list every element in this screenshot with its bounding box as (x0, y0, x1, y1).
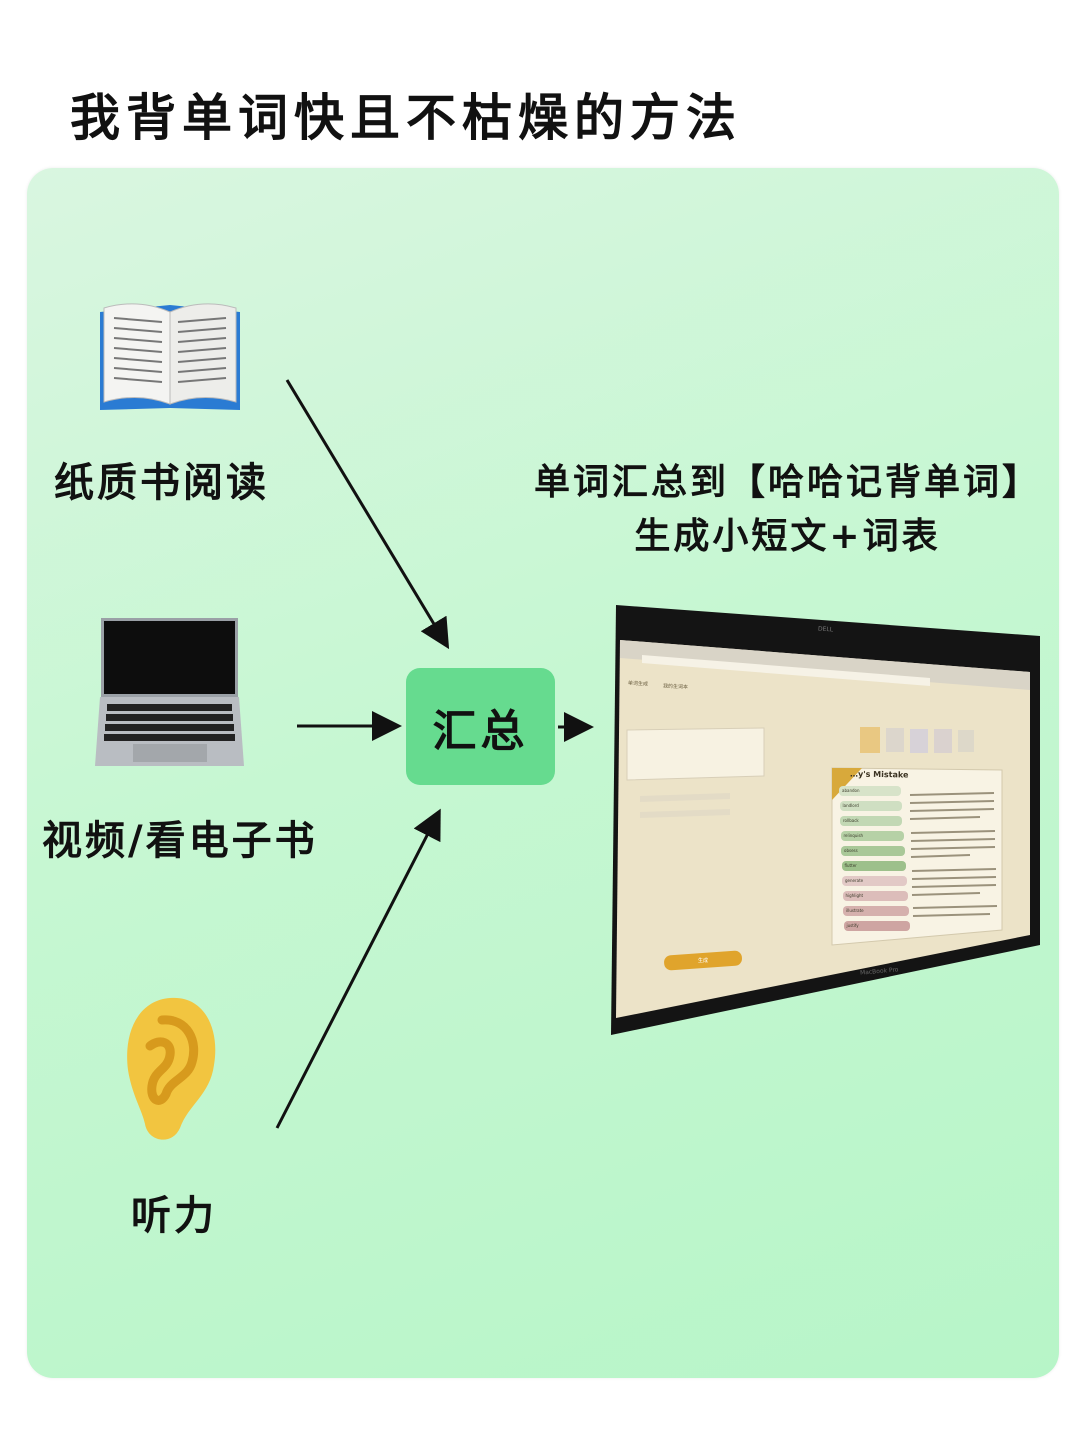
app-word-pill: rollback (843, 818, 859, 823)
app-word-pill: abandon (842, 788, 860, 793)
app-word-pill: generate (845, 878, 864, 883)
monitor-brand-top: DELL (817, 625, 834, 634)
app-word-pill: relinquish (843, 833, 864, 838)
app-word-pill: flutter (844, 863, 857, 868)
app-word-pill: illustrate (846, 908, 864, 913)
app-word-pill: obsess (844, 848, 858, 853)
output-caption-line2: 生成小短文+词表 (634, 516, 941, 557)
output-caption: 单词汇总到【哈哈记背单词】 生成小短文+词表 (515, 456, 1060, 564)
output-caption-line1: 单词汇总到【哈哈记背单词】 (533, 462, 1041, 503)
page-title: 我背单词快且不枯燥的方法 (70, 89, 742, 147)
app-generate-button[interactable]: 生成 (698, 958, 709, 964)
source-label-listening: 听力 (131, 1193, 217, 1239)
source-label-video: 视频/看电子书 (42, 818, 318, 864)
app-word-pill: landlord (842, 803, 859, 808)
app-word-pill: justify (846, 923, 859, 928)
app-story-title: …y's Mistake (849, 769, 909, 780)
app-tab-generate[interactable]: 单词生成 (627, 680, 649, 688)
source-label-book: 纸质书阅读 (54, 460, 269, 506)
app-tab-vocab[interactable]: 我的生词本 (662, 683, 689, 691)
hub-box: 汇总 (406, 668, 555, 785)
app-word-pill: highlight (845, 893, 864, 898)
hub-label: 汇总 (432, 705, 529, 757)
